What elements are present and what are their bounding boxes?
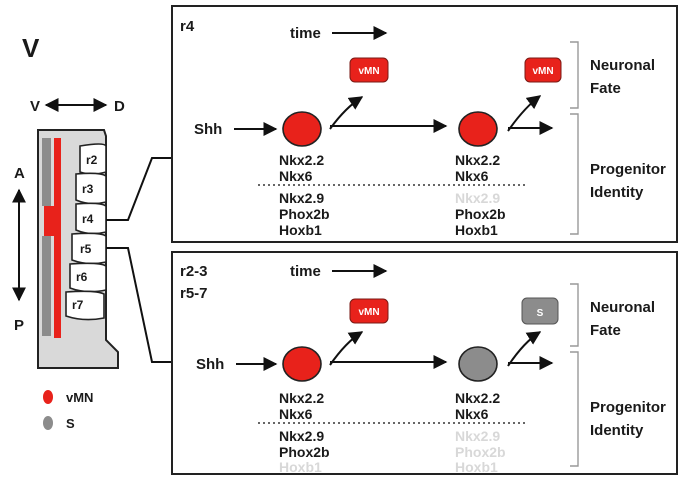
top-fate-label: Neuronal: [590, 57, 655, 74]
top-time-label: time: [290, 25, 321, 42]
segment-label-r6: r6: [76, 270, 88, 284]
top-shh-label: Shh: [194, 121, 222, 138]
segment-label-r3: r3: [82, 182, 94, 196]
top-progenitor-cell-2: [459, 112, 497, 146]
legend-vmn-swatch: [43, 390, 53, 404]
top-cell2-gene-faded: Nkx2.9: [455, 190, 500, 206]
top-cell2-gene: Phox2b: [455, 206, 506, 222]
bottom-fate-label: Neuronal: [590, 299, 655, 316]
top-cell1-gene: Phox2b: [279, 206, 330, 222]
top-region-label: r4: [180, 18, 195, 35]
s-domain-posterior: [42, 236, 51, 336]
top-cell1-gene: Hoxb1: [279, 222, 322, 238]
segment-label-r4: r4: [82, 212, 94, 226]
bottom-cell2-gene: Nkx2.2: [455, 390, 500, 406]
vmn-column: [54, 138, 61, 338]
bottom-cell2-gene: Nkx6: [455, 406, 489, 422]
bottom-fate-label: Fate: [590, 322, 621, 339]
bottom-cell1-gene: Nkx2.2: [279, 390, 324, 406]
legend-vmn-label: vMN: [66, 390, 93, 405]
bottom-cell1-gene-faded: Hoxb1: [279, 459, 322, 475]
axis-v-label: V: [30, 98, 40, 115]
bottom-time-label: time: [290, 263, 321, 280]
top-cell2-gene: Nkx6: [455, 168, 489, 184]
top-fate-badge-2-label: vMN: [532, 66, 553, 77]
top-cell2-gene: Nkx2.2: [455, 152, 500, 168]
bottom-cell1-gene: Nkx6: [279, 406, 313, 422]
legend-s-label: S: [66, 416, 75, 431]
axis-d-label: D: [114, 98, 125, 115]
axis-a-label: A: [14, 165, 25, 182]
top-cell2-gene: Hoxb1: [455, 222, 498, 238]
bottom-progenitor-cell-1: [283, 347, 321, 381]
top-cell1-gene: Nkx6: [279, 168, 313, 184]
bottom-shh-label: Shh: [196, 356, 224, 373]
panel-letter: V: [22, 33, 40, 63]
top-panel: [172, 6, 677, 242]
bottom-cell2-gene-faded: Nkx2.9: [455, 428, 500, 444]
bottom-progenitor-cell-2: [459, 347, 497, 381]
bottom-cell1-gene: Nkx2.9: [279, 428, 324, 444]
bottom-fate-badge-1-label: vMN: [358, 307, 379, 318]
top-cell1-gene: Nkx2.2: [279, 152, 324, 168]
top-cell1-gene: Nkx2.9: [279, 190, 324, 206]
connector-r4: [106, 158, 172, 220]
top-identity-label: Progenitor: [590, 161, 666, 178]
axis-p-label: P: [14, 317, 24, 334]
s-domain-anterior: [42, 138, 51, 206]
vmn-r4-block: [44, 206, 61, 236]
bottom-region-label-2: r5-7: [180, 285, 208, 302]
bottom-cell2-gene-faded: Phox2b: [455, 444, 506, 460]
segment-label-r5: r5: [80, 242, 92, 256]
bottom-identity-label: Progenitor: [590, 399, 666, 416]
segment-label-r7: r7: [72, 298, 84, 312]
top-progenitor-cell-1: [283, 112, 321, 146]
legend-s-swatch: [43, 416, 53, 430]
bottom-identity-label: Identity: [590, 422, 644, 439]
bottom-region-label-1: r2-3: [180, 263, 208, 280]
top-fate-badge-1-label: vMN: [358, 66, 379, 77]
top-fate-label: Fate: [590, 80, 621, 97]
segment-label-r2: r2: [86, 153, 98, 167]
bottom-cell1-gene: Phox2b: [279, 444, 330, 460]
bottom-fate-badge-2-label: S: [537, 308, 544, 319]
top-identity-label: Identity: [590, 184, 644, 201]
bottom-cell2-gene-faded: Hoxb1: [455, 459, 498, 475]
connector-r5-7: [106, 248, 172, 362]
